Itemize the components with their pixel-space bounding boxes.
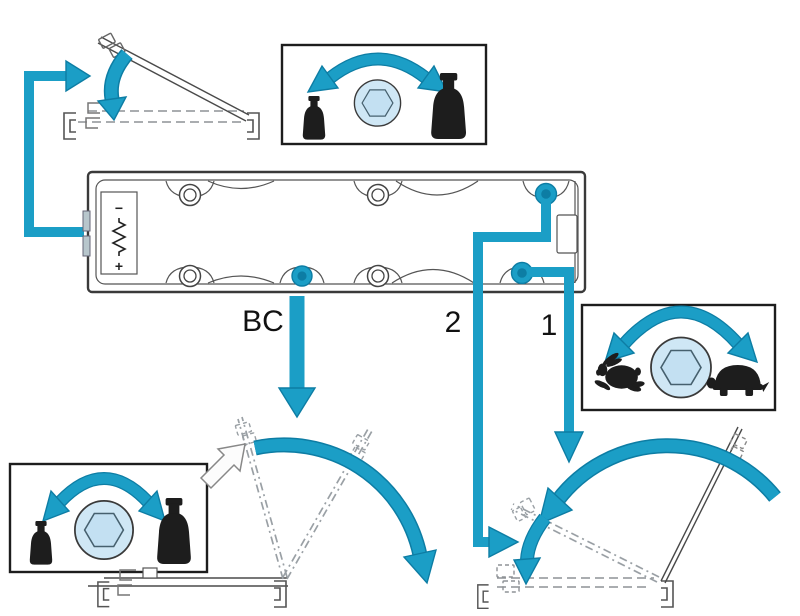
- spindle-tab: [82, 210, 91, 232]
- swing-arrowhead-icon: [537, 486, 574, 526]
- arm-shoe: [142, 567, 158, 579]
- closing-motion-arrowhead-icon: [96, 96, 128, 122]
- turn-direction-arrow: [326, 53, 430, 83]
- mounting-hole: [178, 183, 202, 207]
- valve-2-label: 2: [445, 306, 462, 339]
- spring-connector-arrowhead-icon: [65, 59, 92, 93]
- valve-1-arrowhead-icon: [553, 431, 585, 464]
- swing-arc-arrow: [553, 439, 780, 504]
- closed-door-arm-bracket-icon: [496, 564, 520, 593]
- mounting-hole: [366, 264, 390, 288]
- hex-socket-icon: [353, 79, 402, 127]
- hex-socket-icon: [650, 336, 712, 399]
- turn-right-arrowhead-icon: [137, 489, 167, 523]
- closed-door-arm-bracket-icon: [85, 102, 104, 129]
- force-adjust-inset-bottom: [8, 462, 209, 574]
- spring-scale-frame: [100, 191, 138, 275]
- latch-arrowhead-icon: [512, 557, 542, 586]
- hex-socket-icon: [74, 500, 134, 560]
- valve-2-connector-arrow: [473, 202, 551, 559]
- speed-adjust-inset: [580, 303, 777, 412]
- closer-body: − +: [82, 170, 587, 294]
- mounting-hole: [366, 183, 390, 207]
- door-jamb-icon: [63, 112, 77, 140]
- turn-left-arrowhead-icon: [306, 64, 340, 93]
- closing-motion-arrow: [105, 50, 132, 101]
- cam-curve: [207, 180, 275, 190]
- door-jamb-icon: [477, 584, 490, 610]
- mounting-hole: [178, 264, 202, 288]
- swing-arrowhead-icon: [402, 549, 437, 585]
- spring-plus-label: +: [115, 258, 123, 274]
- door-hinge-jamb-icon: [246, 112, 260, 140]
- valve-1-label: 1: [541, 309, 558, 342]
- door-position-b: [286, 430, 373, 580]
- valve-2-arrowhead-icon: [488, 525, 520, 559]
- spring-icon: [111, 218, 127, 256]
- bc-arrow: [277, 296, 317, 419]
- cam-curve: [395, 180, 479, 196]
- spring-connector-arrow: [24, 59, 92, 237]
- turn-direction-arrow: [56, 473, 152, 506]
- callout-arrow-icon: [199, 443, 246, 490]
- spindle-tab: [82, 235, 91, 257]
- closer-body-outline: [86, 170, 587, 294]
- cam-curve: [207, 275, 275, 284]
- door-position-b: [282, 428, 369, 578]
- door-swing-left-diagram: [88, 416, 437, 608]
- spring-minus-label: −: [115, 200, 123, 216]
- turn-direction-arrow: [620, 306, 742, 348]
- valve-1-connector-arrow: [530, 267, 585, 464]
- spring-force-scale: − +: [100, 191, 138, 275]
- turn-right-arrowhead-icon: [726, 331, 759, 364]
- swing-arc-arrow: [253, 438, 426, 557]
- valve-two: [534, 182, 558, 206]
- door-swing-right-diagram: [477, 426, 781, 610]
- end-cap-detail: [556, 214, 578, 254]
- turn-left-arrowhead-icon: [41, 489, 71, 523]
- door-position-a: [241, 416, 288, 578]
- turtle-icon: [706, 365, 770, 396]
- door-latch-top-diagram: [63, 32, 260, 140]
- backcheck-valve: [291, 265, 313, 287]
- bc-arrowhead-icon: [277, 387, 317, 419]
- door-hinge-jamb-icon: [660, 580, 674, 608]
- valve-one: [510, 261, 534, 285]
- closer-body-inner-outline: [95, 179, 579, 285]
- door-hinge-jamb-icon: [273, 580, 287, 608]
- frame-bracket-icon: [117, 569, 136, 596]
- rabbit-icon: [594, 352, 645, 392]
- force-adjust-inset-top: [280, 43, 488, 146]
- latch-arc-arrow: [521, 514, 550, 561]
- door-position-a: [237, 418, 284, 580]
- backcheck-label: BC: [242, 305, 284, 338]
- tilted-door-leaf: [100, 36, 250, 116]
